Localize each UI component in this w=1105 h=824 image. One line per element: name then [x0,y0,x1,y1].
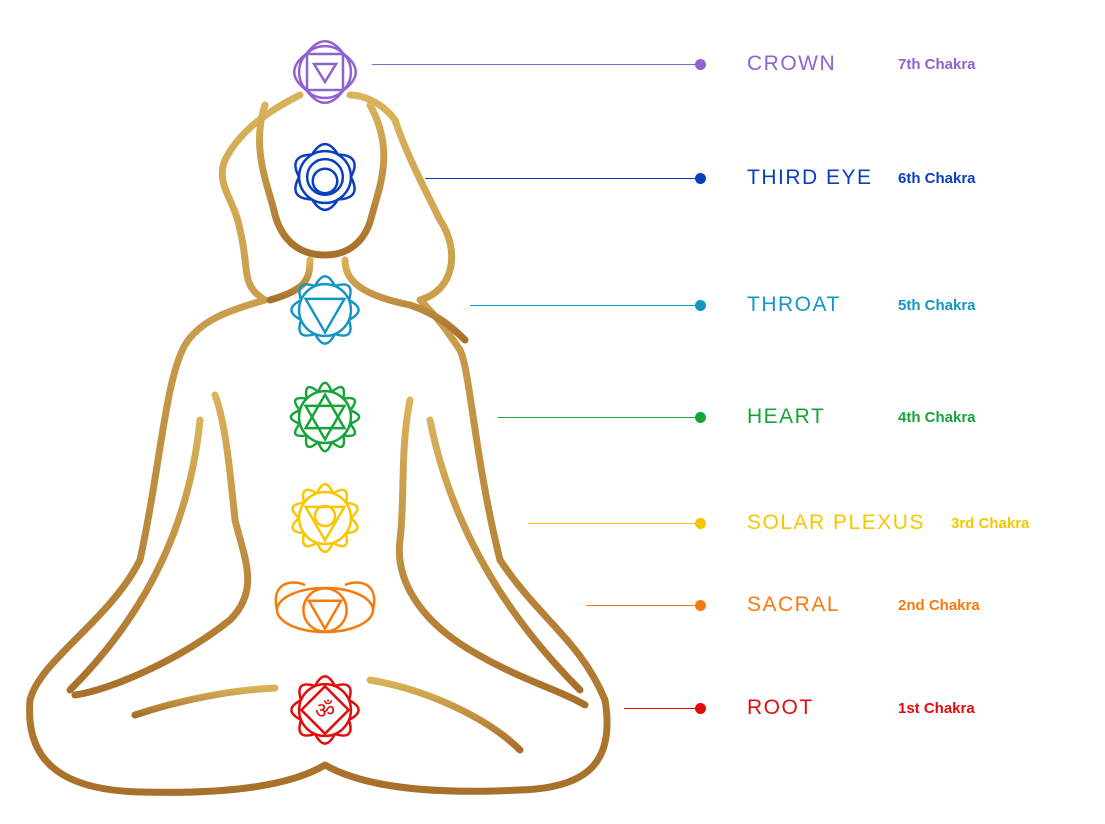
body-outline [26,91,611,796]
leader-line [470,305,700,306]
chakra-name: HEART [747,405,826,428]
chakra-number: 1st Chakra [898,700,975,717]
leader-line [372,64,700,65]
leader-dot [695,600,706,611]
leader-line [528,523,700,524]
leader-dot [695,59,706,70]
chakra-number: 2nd Chakra [898,597,980,614]
chakra-number: 5th Chakra [898,297,976,314]
leader-line [498,417,700,418]
chakra-number: 3rd Chakra [951,515,1030,532]
leader-line [586,605,700,606]
leader-line [624,708,700,709]
heart-chakra-icon [289,381,361,453]
sacral-chakra-icon [274,581,376,634]
chakra-name: SOLAR PLEXUS [747,511,925,534]
third-eye-chakra-icon [294,142,356,212]
chakra-number: 4th Chakra [898,409,976,426]
root-chakra-icon: ॐ [290,675,360,745]
chakra-name: THIRD EYE [747,166,873,189]
crown-chakra-icon [293,40,357,104]
leader-dot [695,518,706,529]
om-glyph: ॐ [315,698,335,723]
solar-plexus-chakra-icon [291,482,359,554]
chakra-name: ROOT [747,696,814,719]
chakra-name: SACRAL [747,593,841,616]
throat-chakra-icon [290,275,360,345]
leader-dot [695,173,706,184]
chakra-name: CROWN [747,52,837,75]
chakra-name: THROAT [747,293,841,316]
chakra-number: 7th Chakra [898,56,976,73]
chakra-number: 6th Chakra [898,170,976,187]
leader-dot [695,412,706,423]
leader-line [425,178,700,179]
leader-dot [695,300,706,311]
leader-dot [695,703,706,714]
